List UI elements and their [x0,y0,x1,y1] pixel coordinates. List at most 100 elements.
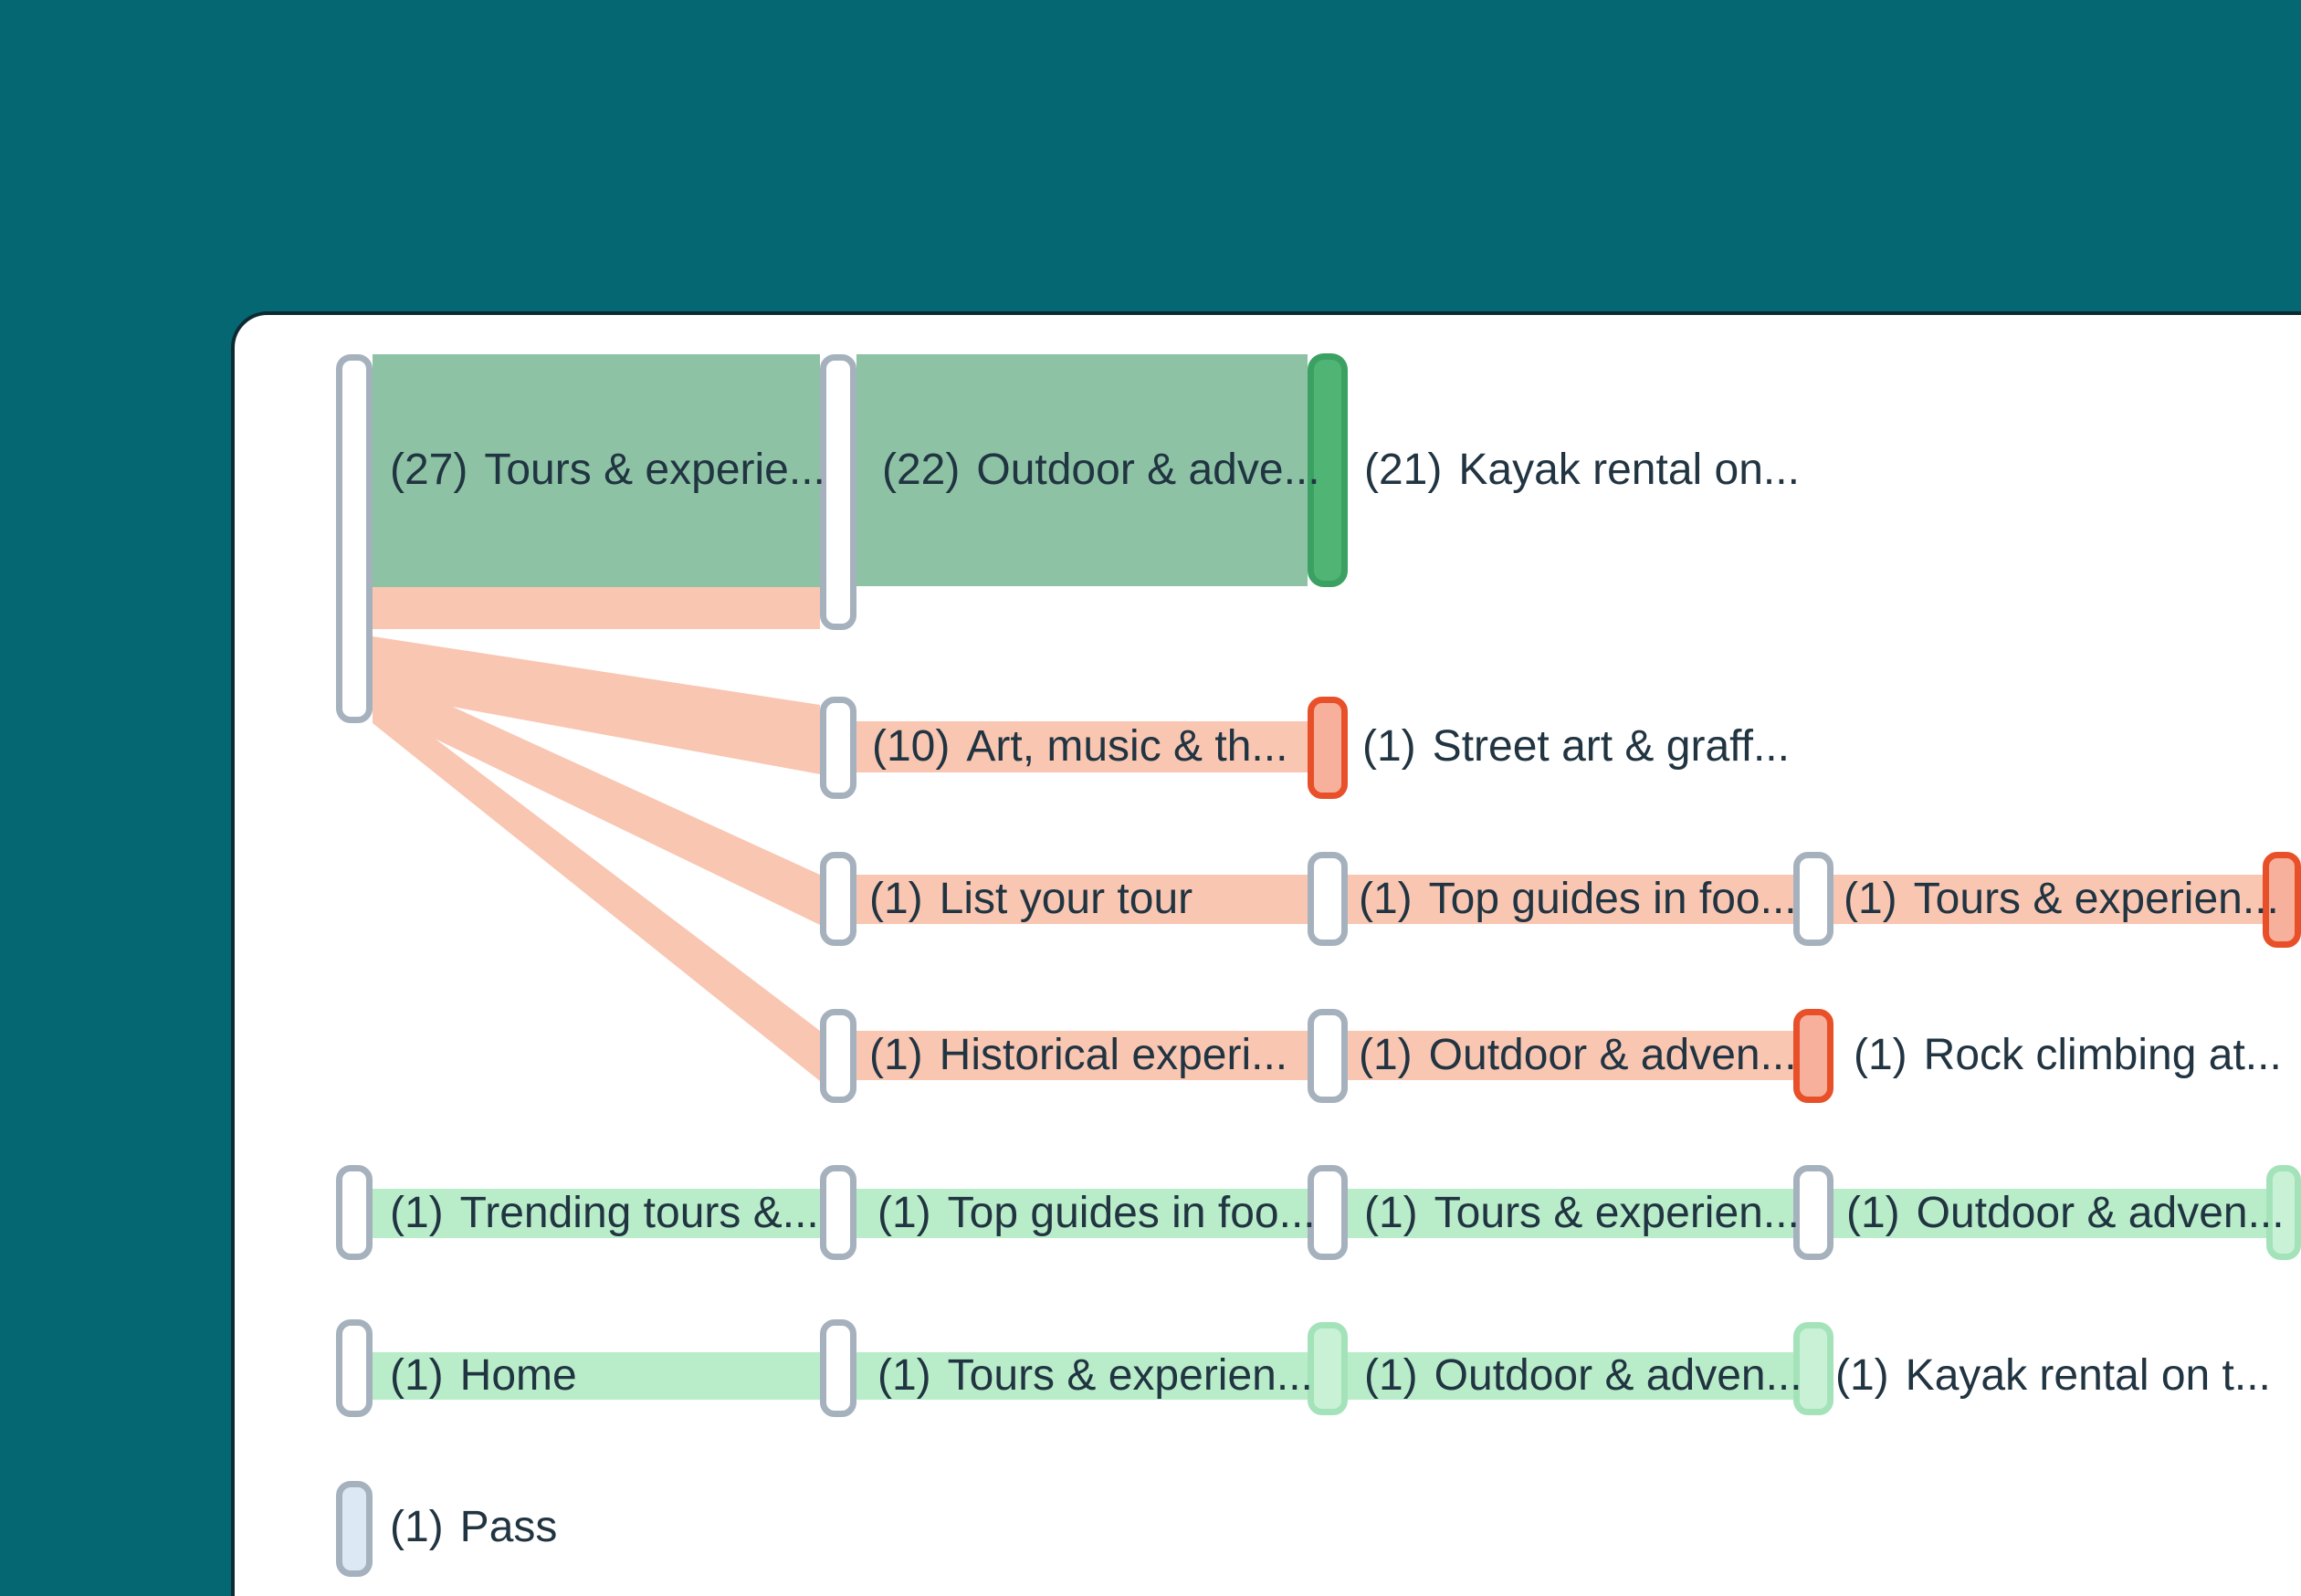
flow-label: (1) Outdoor & adven... [1364,1354,1802,1398]
flow-label: (1) Trending tours &... [390,1192,819,1235]
flow-node[interactable] [820,354,856,630]
flow-band[interactable] [1348,1031,1793,1080]
flow-step-name: Top guides in foo... [947,1189,1316,1237]
flow-node-end-success[interactable] [1308,353,1348,587]
flow-step-name: Tours & experien... [1913,875,2279,923]
flow-node[interactable] [820,1165,856,1260]
flow-node[interactable] [820,697,856,799]
flow-step-name: Home [459,1351,577,1400]
flow-node[interactable] [1793,1165,1833,1260]
flow-band[interactable] [856,721,1308,772]
flow-step-name: Street art & graff... [1432,722,1790,771]
flow-count: (1) [1364,1351,1418,1400]
flow-count: (1) [877,1351,931,1400]
flow-node[interactable] [336,1319,373,1417]
flow-band[interactable] [1348,1189,1793,1238]
flow-label: (1) Home [390,1354,577,1398]
flow-count: (22) [882,446,961,494]
flow-band[interactable] [1833,875,2263,924]
flow-node-exit[interactable] [1308,697,1348,799]
flow-link[interactable] [373,670,820,925]
flow-band[interactable] [1348,875,1793,924]
flow-step-name: Rock climbing at... [1923,1031,2282,1079]
flow-link[interactable] [373,636,820,774]
flow-count: (21) [1364,446,1443,494]
flow-count: (1) [869,1031,923,1079]
flow-count: (1) [390,1503,444,1551]
flow-step-name: Outdoor & adven... [1916,1189,2285,1237]
flow-label: (1) Tours & experien... [1844,877,2279,921]
flow-label: (1) List your tour [869,877,1193,921]
flow-node[interactable] [820,852,856,946]
flow-count: (10) [872,722,951,771]
flow-label: (1) Tours & experien... [877,1354,1313,1398]
flow-node-end-mint[interactable] [2266,1165,2301,1260]
flow-label: (1) Top guides in foo... [1359,877,1797,921]
flow-label: (1) Street art & graff... [1362,725,1790,769]
flow-step-name: Outdoor & adven... [1428,1031,1797,1079]
flow-node-exit[interactable] [2263,852,2301,948]
flow-step-name: Kayak rental on t... [1905,1351,2271,1400]
flow-label: (1) Historical experi... [869,1034,1287,1077]
flow-count: (1) [869,875,923,923]
flow-label: (22) Outdoor & adve... [882,448,1320,492]
flow-count: (1) [1359,1031,1413,1079]
flow-label: (1) Kayak rental on t... [1835,1354,2271,1398]
flow-band[interactable] [1833,1189,2266,1238]
flow-node[interactable] [1308,1009,1348,1103]
flow-count: (1) [1835,1351,1889,1400]
flow-count: (1) [390,1189,444,1237]
flow-step-name: List your tour [939,875,1193,923]
flow-step-name: Pass [459,1503,558,1551]
flow-node[interactable] [336,1165,373,1260]
flow-band[interactable] [856,875,1308,924]
flow-link[interactable] [373,691,820,1081]
flow-band[interactable] [856,1352,1308,1400]
flow-label: (1) Rock climbing at... [1854,1034,2282,1077]
flow-label: (1) Top guides in foo... [877,1192,1316,1235]
flow-count: (1) [877,1189,931,1237]
flow-count: (1) [1844,875,1897,923]
flow-step-name: Tours & experien... [1434,1189,1800,1237]
flow-band[interactable] [373,1352,820,1400]
flow-count: (1) [1359,875,1413,923]
flow-node-end-mint[interactable] [1793,1322,1833,1415]
flow-label: (27) Tours & experie... [390,448,825,492]
flow-band-dropoff[interactable] [373,587,820,629]
flow-band[interactable] [373,354,820,587]
flow-count: (1) [1854,1031,1907,1079]
flow-count: (1) [1846,1189,1900,1237]
flow-step-name: Trending tours &... [459,1189,819,1237]
flow-label: (21) Kayak rental on... [1364,448,1800,492]
flow-node[interactable] [820,1319,856,1417]
flow-step-name: Outdoor & adven... [1434,1351,1802,1400]
flow-label: (1) Outdoor & adven... [1846,1192,2285,1235]
flow-band[interactable] [856,1189,1308,1238]
flow-count: (1) [390,1351,444,1400]
flow-band[interactable] [856,1031,1308,1080]
flow-node[interactable] [1793,852,1833,946]
flow-step-name: Art, music & th... [966,722,1288,771]
flow-step-name: Kayak rental on... [1458,446,1800,494]
flow-band[interactable] [373,1189,820,1238]
flow-node-pass[interactable] [336,1481,373,1577]
flow-label: (1) Tours & experien... [1364,1192,1800,1235]
flow-label: (10) Art, music & th... [872,725,1287,769]
flow-band[interactable] [1348,1352,1793,1400]
flow-node-end-mint[interactable] [1308,1322,1348,1415]
flow-count: (1) [1364,1189,1418,1237]
flow-node[interactable] [1308,852,1348,946]
flow-node[interactable] [1308,1165,1348,1260]
flow-node-exit[interactable] [1793,1009,1833,1103]
flow-step-name: Top guides in foo... [1428,875,1797,923]
flow-step-name: Historical experi... [939,1031,1288,1079]
flow-band[interactable] [856,354,1308,586]
flow-node[interactable] [336,354,373,723]
flow-count: (27) [390,446,468,494]
flow-label: (1) Pass [390,1506,557,1549]
flow-label: (1) Outdoor & adven... [1359,1034,1797,1077]
flow-node[interactable] [820,1009,856,1103]
flow-step-name: Tours & experie... [484,446,825,494]
